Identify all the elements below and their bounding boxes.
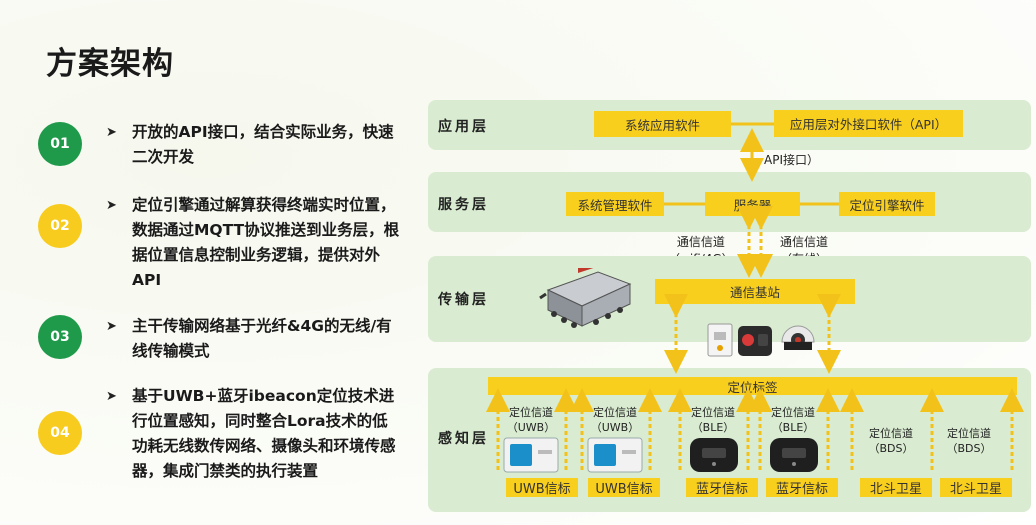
base-station-device-icon bbox=[539, 268, 632, 328]
channel-sub: （BDS） bbox=[868, 442, 914, 455]
channel-text: 定位信道 bbox=[593, 406, 637, 419]
uwb-beacon-device-icon bbox=[503, 437, 559, 473]
application-layer: 应用层 系统应用软件 应用层对外接口软件（API） bbox=[428, 100, 1031, 150]
channel-sub: （BLE） bbox=[691, 421, 735, 434]
point-badge-4: 04 bbox=[38, 411, 82, 455]
channel-label-bds-2: 定位信道 （BDS） bbox=[942, 426, 996, 456]
channel-text: 定位信道 bbox=[947, 427, 991, 440]
uwb-beacon-box-1: UWB信标 bbox=[506, 478, 578, 497]
application-layer-label: 应用层 bbox=[438, 119, 489, 135]
bullet-arrow-icon: ➤ bbox=[106, 125, 117, 140]
base-station-box: 通信基站 bbox=[655, 279, 855, 304]
channel-sub: （UWB） bbox=[590, 421, 640, 434]
point-badge-3: 03 bbox=[38, 315, 82, 359]
server-box: 服务器 bbox=[705, 192, 800, 216]
bds-satellite-box-2: 北斗卫星 bbox=[940, 478, 1012, 497]
ble-beacon-box-1: 蓝牙信标 bbox=[686, 478, 758, 497]
point-text-2: 定位引擎通过解算获得终端实时位置，数据通过MQTT协议推送到业务层，根据位置信息… bbox=[132, 196, 400, 289]
ble-beacon-device-icon bbox=[770, 438, 818, 472]
channel-sub: （UWB） bbox=[506, 421, 556, 434]
channel-text: 定位信道 bbox=[691, 406, 735, 419]
point-badge-2: 02 bbox=[38, 204, 82, 248]
channel-label-uwb-2: 定位信道 （UWB） bbox=[588, 405, 642, 435]
system-app-software-box: 系统应用软件 bbox=[594, 111, 731, 137]
ble-beacon-box-2: 蓝牙信标 bbox=[766, 478, 838, 497]
card-reader-icon bbox=[707, 323, 733, 357]
channel-text: 定位信道 bbox=[869, 427, 913, 440]
ble-beacon-device-icon bbox=[690, 438, 738, 472]
bullet-arrow-icon: ➤ bbox=[106, 319, 117, 334]
service-layer: 服务层 系统管理软件 服务器 定位引擎软件 bbox=[428, 172, 1031, 232]
channel-text: 定位信道 bbox=[771, 406, 815, 419]
sensing-layer-label: 感知层 bbox=[438, 431, 489, 447]
uwb-beacon-box-2: UWB信标 bbox=[588, 478, 660, 497]
bds-satellite-box-1: 北斗卫星 bbox=[860, 478, 932, 497]
wireless-channel-text: 通信信道 bbox=[676, 235, 725, 249]
channel-label-ble-2: 定位信道 （BLE） bbox=[766, 405, 820, 435]
channel-label-uwb-1: 定位信道 （UWB） bbox=[504, 405, 558, 435]
point-text-3: 主干传输网络基于光纤&4G的无线/有线传输模式 bbox=[132, 317, 392, 360]
positioning-engine-box: 定位引擎软件 bbox=[839, 192, 935, 216]
wired-channel-text: 通信信道 bbox=[780, 235, 829, 249]
camera-icon bbox=[781, 325, 815, 350]
transport-layer-label: 传输层 bbox=[438, 292, 489, 308]
door-lock-icon bbox=[738, 326, 772, 356]
channel-label-ble-1: 定位信道 （BLE） bbox=[686, 405, 740, 435]
point-text-1: 开放的API接口，结合实际业务，快速二次开发 bbox=[132, 123, 394, 166]
channel-text: 定位信道 bbox=[509, 406, 553, 419]
point-badge-1: 01 bbox=[38, 122, 82, 166]
api-software-box: 应用层对外接口软件（API） bbox=[774, 110, 963, 137]
bullet-arrow-icon: ➤ bbox=[106, 389, 117, 404]
page-title: 方案架构 bbox=[46, 46, 174, 82]
bullet-arrow-icon: ➤ bbox=[106, 198, 117, 213]
positioning-tag-box: 定位标签 bbox=[488, 377, 1017, 395]
channel-sub: （BDS） bbox=[946, 442, 992, 455]
channel-label-bds-1: 定位信道 （BDS） bbox=[864, 426, 918, 456]
point-text-4: 基于UWB+蓝牙ibeacon定位技术进行位置感知，同时整合Lora技术的低功耗… bbox=[132, 387, 396, 480]
channel-sub: （BLE） bbox=[771, 421, 815, 434]
service-layer-label: 服务层 bbox=[438, 197, 489, 213]
uwb-beacon-device-icon bbox=[587, 437, 643, 473]
system-management-box: 系统管理软件 bbox=[566, 192, 664, 216]
api-link-label: API接口） bbox=[764, 153, 819, 167]
